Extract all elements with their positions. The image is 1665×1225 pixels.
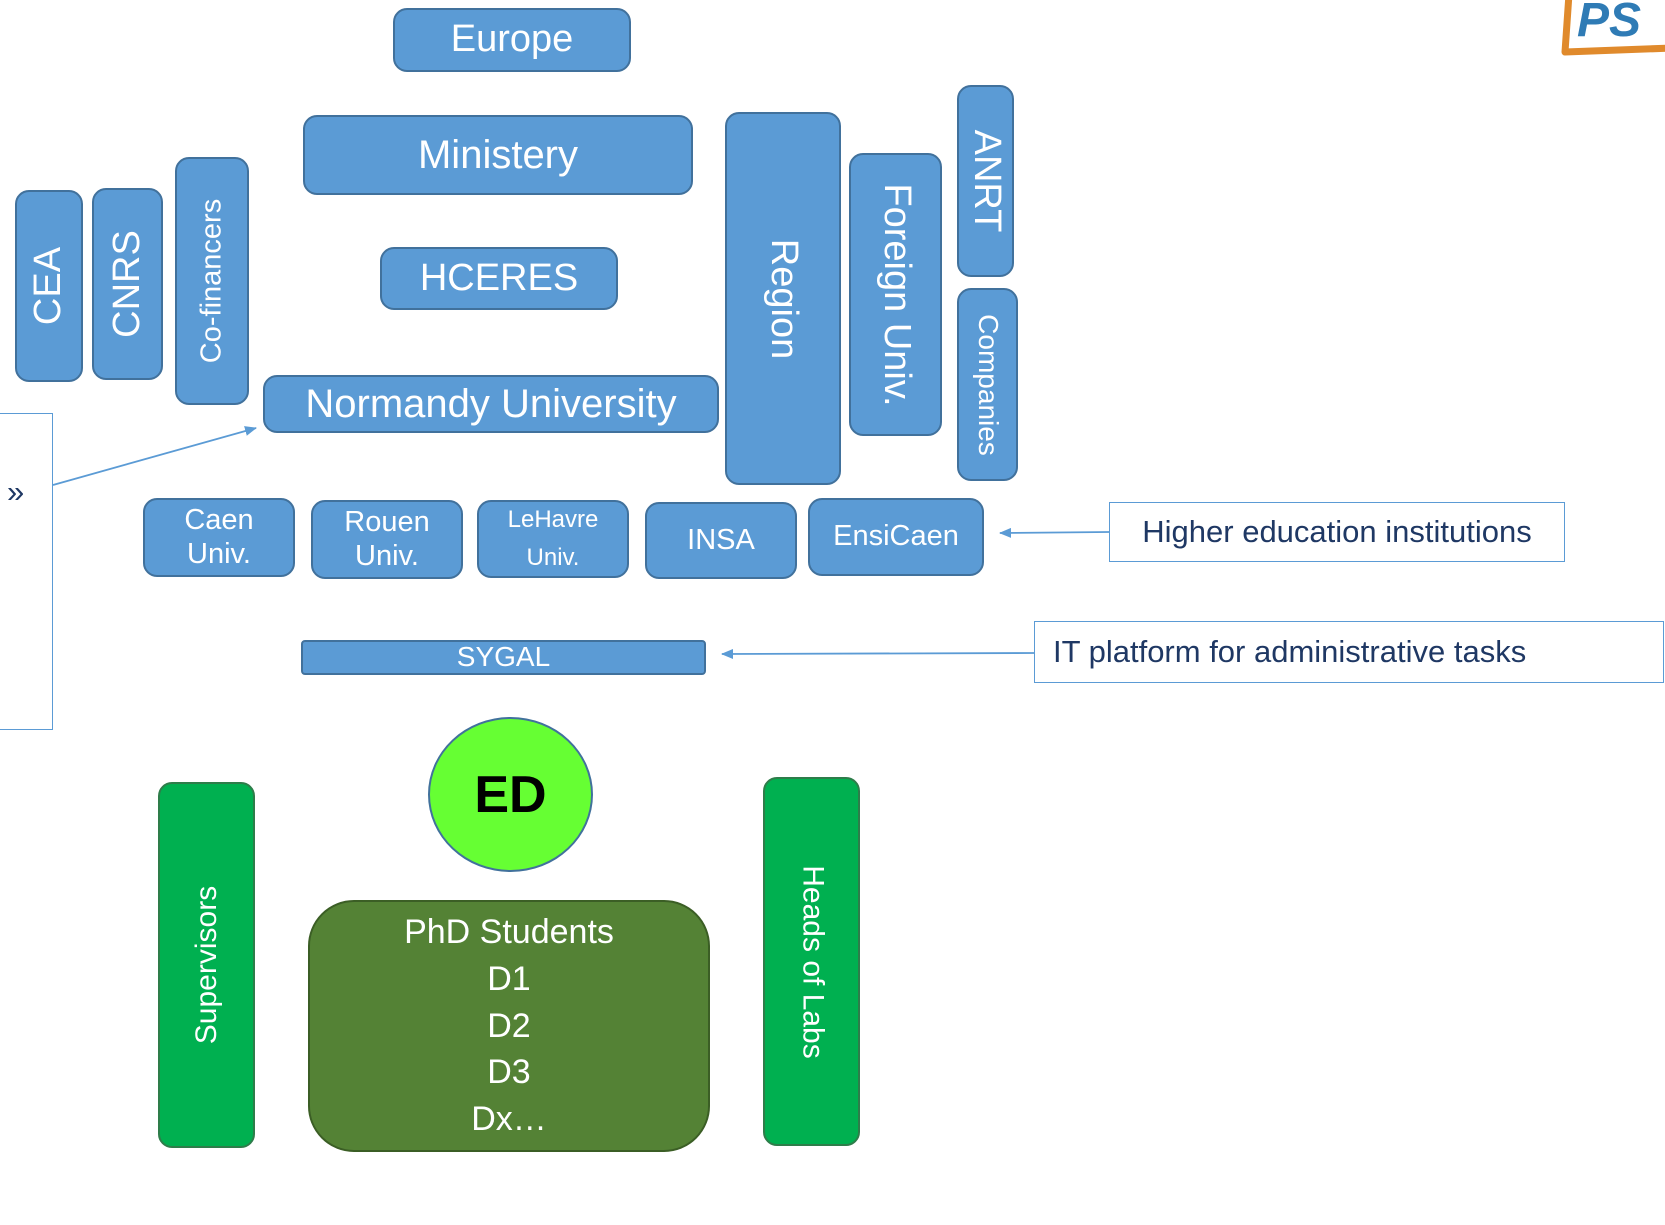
cnrs-box: CNRS bbox=[92, 188, 163, 380]
co-financers-box: Co-financers bbox=[175, 157, 249, 405]
left-partial-text: » bbox=[7, 474, 25, 509]
sygal-box: SYGAL bbox=[301, 640, 706, 675]
it-platform-callout: IT platform for administrative tasks bbox=[1034, 621, 1664, 683]
europe-label: Europe bbox=[450, 18, 574, 61]
arrow-to-normandy-university bbox=[52, 426, 257, 486]
cea-box: CEA bbox=[15, 190, 83, 382]
ed-circle: ED bbox=[428, 717, 593, 872]
supervisors-box: Supervisors bbox=[158, 782, 255, 1148]
normandy-university-box: Normandy University bbox=[263, 375, 719, 433]
heads-of-labs-box: Heads of Labs bbox=[763, 777, 860, 1146]
rouen-univ-line1: Rouen bbox=[344, 506, 430, 539]
higher-education-callout: Higher education institutions bbox=[1109, 502, 1565, 562]
arrow-to-sygal bbox=[721, 648, 1035, 659]
region-box: Region bbox=[725, 112, 841, 485]
foreign-univ-box: Foreign Univ. bbox=[849, 153, 942, 436]
ensicaen-label: EnsiCaen bbox=[833, 520, 959, 553]
left-partial-callout: » bbox=[0, 413, 53, 730]
rouen-univ-box: Rouen Univ. bbox=[311, 500, 463, 579]
phd-students-box: PhD Students D1 D2 D3 Dx… bbox=[308, 900, 710, 1152]
it-platform-text: IT platform for administrative tasks bbox=[1053, 634, 1527, 669]
ministery-box: Ministery bbox=[303, 115, 693, 195]
lehavre-univ-line1: LeHavre bbox=[507, 505, 599, 533]
ministery-label: Ministery bbox=[417, 133, 579, 177]
caen-univ-line1: Caen bbox=[184, 504, 254, 537]
anrt-box: ANRT bbox=[957, 85, 1014, 277]
lehavre-univ-line2: Univ. bbox=[526, 544, 580, 571]
arrow-to-ensicaen bbox=[999, 527, 1110, 538]
caen-univ-box: Caen Univ. bbox=[143, 498, 295, 577]
phd-level-d2: D2 bbox=[487, 1006, 531, 1045]
higher-education-text: Higher education institutions bbox=[1142, 514, 1532, 549]
lehavre-univ-box: LeHavre Univ. bbox=[477, 500, 629, 578]
europe-box: Europe bbox=[393, 8, 631, 72]
ed-label: ED bbox=[474, 765, 547, 824]
phd-level-dx: Dx… bbox=[471, 1100, 547, 1139]
companies-box: Companies bbox=[957, 288, 1018, 481]
ps-logo: PS bbox=[1561, 0, 1665, 56]
ps-logo-text: PS bbox=[1577, 0, 1641, 47]
normandy-university-label: Normandy University bbox=[305, 382, 677, 426]
ensicaen-box: EnsiCaen bbox=[808, 498, 984, 576]
caen-univ-line2: Univ. bbox=[187, 537, 251, 570]
phd-level-d1: D1 bbox=[487, 959, 531, 998]
hceres-label: HCERES bbox=[419, 256, 579, 299]
rouen-univ-line2: Univ. bbox=[355, 539, 419, 572]
insa-box: INSA bbox=[645, 502, 797, 579]
phd-level-d3: D3 bbox=[487, 1053, 531, 1092]
phd-students-title: PhD Students bbox=[404, 912, 614, 951]
sygal-label: SYGAL bbox=[456, 641, 551, 673]
hceres-box: HCERES bbox=[380, 247, 618, 310]
insa-label: INSA bbox=[687, 523, 755, 556]
